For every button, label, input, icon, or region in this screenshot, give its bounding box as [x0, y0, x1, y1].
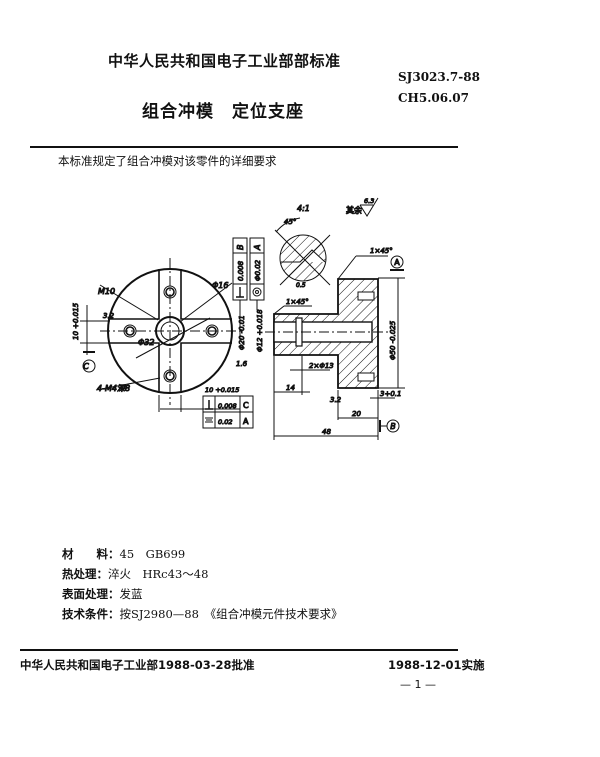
roughness-left: 3.2 [103, 312, 115, 320]
datum-c: C [83, 362, 89, 371]
intro-text: 本标准规定了组合冲模对该零件的详细要求 [58, 154, 277, 168]
detail-view [274, 217, 331, 286]
label-phi20: Φ20 -0.01 [238, 315, 246, 350]
label-dim20: 20 [352, 410, 361, 418]
roughness-section: 3.2 [330, 396, 342, 404]
svg-text:A: A [253, 245, 262, 251]
label-detail-r: 0.5 [296, 282, 306, 289]
label-chamfer1: 1×45° [370, 247, 393, 255]
label-scale: 4:1 [297, 204, 310, 213]
doc-title: 组合冲模 定位支座 [142, 102, 304, 122]
label-holes: 4-M4深8 [97, 384, 130, 393]
label-m10: M10 [98, 287, 115, 296]
spec-material: 材 料：45 GB699 [62, 547, 186, 561]
datum-b: B [390, 422, 396, 431]
svg-text:10 +0.015: 10 +0.015 [205, 386, 239, 394]
label-phi16: Φ16 [212, 281, 228, 290]
page-number: — 1 — [400, 678, 436, 691]
label-dim48: 48 [322, 428, 331, 436]
header-divider [30, 146, 458, 148]
label-phi12: Φ12 +0.018 [256, 309, 264, 352]
section-view [265, 255, 405, 440]
svg-text:0.008: 0.008 [218, 402, 237, 410]
label-angle45: 45° [284, 218, 296, 226]
label-groove: 2×Φ13 [309, 362, 334, 370]
fcf-bottom: 0.008 C 0.02 A 10 +0.015 [202, 386, 254, 429]
svg-text:A: A [243, 417, 249, 426]
approval-text: 中华人民共和国电子工业部1988-03-28批准 [20, 658, 255, 672]
front-view [80, 258, 242, 412]
effective-date: 1988-12-01实施 [388, 658, 485, 672]
svg-text:Φ0.02: Φ0.02 [254, 259, 262, 281]
footer-divider [20, 649, 458, 651]
label-chamfer2: 1×45° [286, 298, 309, 306]
standard-code: SJ3023.7-88 [398, 70, 480, 84]
spec-tech-conditions: 技术条件：按SJ2980—88 《组合冲模元件技术要求》 [62, 607, 343, 621]
org-title: 中华人民共和国电子工业部部标准 [108, 52, 341, 70]
svg-text:C: C [243, 401, 249, 410]
spec-heat-treatment: 热处理：淬火 HRc43～48 [62, 567, 209, 581]
fcf-perpendicularity: 0.008 B [232, 237, 248, 340]
roughness-rest-label: 其余 [346, 205, 362, 215]
svg-text:0.02: 0.02 [218, 418, 232, 426]
label-phi50: Φ50 -0.025 [389, 320, 397, 360]
roughness-rest-symbol [359, 197, 379, 217]
label-dim14: 14 [286, 384, 295, 392]
svg-text:B: B [236, 245, 245, 251]
svg-text:0.008: 0.008 [237, 260, 245, 281]
label-dim3: 3+0.1 [380, 390, 401, 398]
roughness-rest-value: 6.3 [364, 197, 374, 205]
datum-a: A [394, 258, 400, 267]
roughness-local: 1.6 [236, 360, 248, 368]
spec-surface: 表面处理：发蓝 [62, 587, 143, 601]
label-dim10: 10 +0.015 [72, 302, 80, 340]
fcf-concentricity: Φ0.02 A [249, 237, 265, 310]
class-code: CH5.06.07 [398, 91, 469, 105]
label-phi32: Φ32 [138, 338, 154, 347]
